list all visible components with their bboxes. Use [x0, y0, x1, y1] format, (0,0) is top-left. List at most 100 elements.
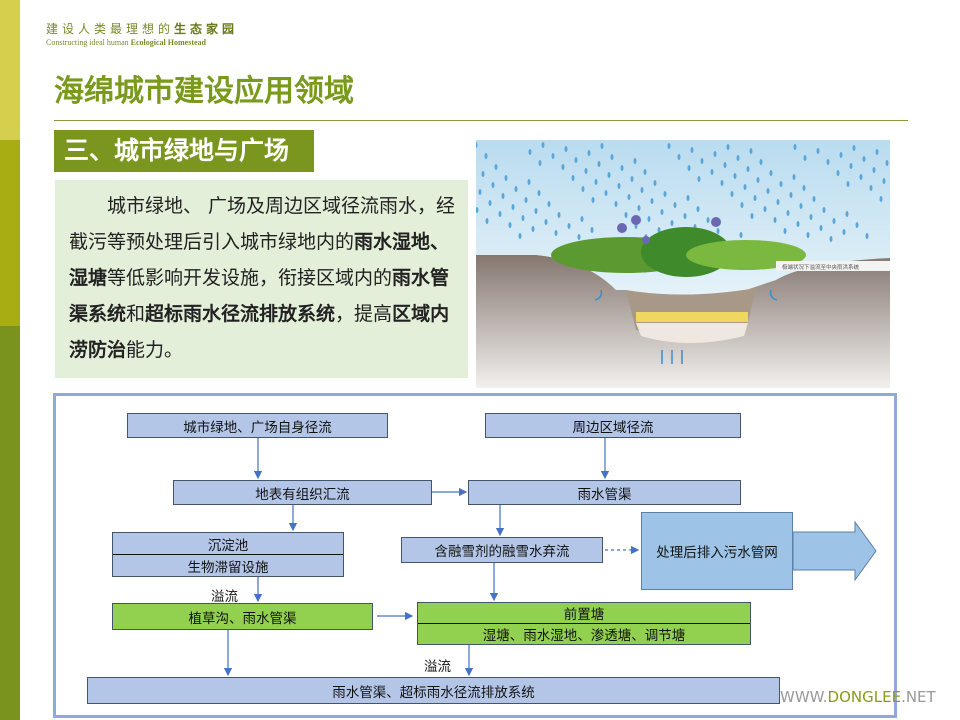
raindrop	[763, 206, 767, 212]
raindrop	[637, 205, 641, 211]
raindrop	[740, 202, 744, 208]
paragraph-text: 能力。	[126, 339, 184, 361]
raindrop	[518, 233, 522, 239]
raindrop	[875, 149, 879, 155]
raindrop	[882, 178, 886, 184]
raindrop	[706, 217, 710, 223]
raindrop	[859, 174, 863, 180]
slogan-cn: 建设人类最理想的生态家园	[46, 22, 239, 36]
emphasis-text: 超标雨水径流排放系统	[145, 303, 336, 325]
raindrop	[756, 177, 760, 183]
raindrop	[476, 207, 479, 213]
node-surrounding-runoff: 周边区域径流	[485, 413, 741, 438]
raindrop	[485, 218, 489, 224]
raindrop	[527, 179, 531, 185]
raindrop	[806, 232, 810, 238]
raindrop	[504, 175, 508, 181]
raindrop	[733, 173, 737, 179]
paragraph-text: 等低影响开发设施，衔接区域内的	[107, 267, 393, 289]
raindrop	[587, 150, 591, 156]
raindrop	[488, 200, 492, 206]
raindrop	[803, 155, 807, 161]
raindrop	[561, 164, 565, 170]
raindrop	[624, 212, 628, 218]
raindrop	[567, 223, 571, 229]
raindrop	[670, 220, 674, 226]
raindrop	[730, 191, 734, 197]
raindrop	[697, 176, 701, 182]
raindrop	[551, 153, 555, 159]
raindrop	[686, 195, 690, 201]
raindrop	[849, 163, 853, 169]
node-rain-pipes: 雨水管渠	[468, 480, 741, 505]
flowchart-frame	[53, 393, 897, 718]
raindrop	[865, 233, 869, 239]
raindrop	[614, 201, 618, 207]
raindrop	[580, 216, 584, 222]
raindrop	[524, 197, 528, 203]
raindrop	[739, 232, 743, 238]
raindrop	[710, 169, 714, 175]
raindrop	[769, 170, 773, 176]
raindrop	[564, 146, 568, 152]
raindrop	[736, 155, 740, 161]
node-greenland-runoff: 城市绿地、广场自身径流	[127, 413, 388, 438]
raindrop	[607, 172, 611, 178]
raindrop	[657, 227, 661, 233]
raindrop	[832, 218, 836, 224]
raindrop	[753, 195, 757, 201]
raindrop	[643, 169, 647, 175]
raindrop	[723, 162, 727, 168]
raindrop	[716, 228, 720, 234]
section-heading: 三、城市绿地与广场	[54, 130, 314, 172]
raindrop	[852, 145, 856, 151]
raindrop	[640, 187, 644, 193]
raindrop	[802, 185, 806, 191]
raindrop	[720, 180, 724, 186]
raindrop	[591, 197, 595, 203]
raindrop	[746, 166, 750, 172]
raindrop	[839, 152, 843, 158]
node-sewage-discharge: 处理后排入污水管网	[641, 512, 793, 590]
raindrop	[577, 234, 581, 240]
bioretention-illustration: 极端状况下溢流至中央雨洪系统	[476, 140, 890, 388]
node-sedimentation-top: 沉淀池	[113, 533, 343, 555]
paragraph-text: 和	[126, 303, 146, 325]
raindrop	[617, 183, 621, 189]
node-grass-swale: 植草沟、雨水管渠	[112, 603, 373, 630]
raindrop	[690, 147, 694, 153]
paragraph-text: 城市绿地、 广场及周边区域径流雨水，经截污等预处理后引入城市绿地内的	[69, 195, 456, 253]
raindrop	[600, 143, 604, 149]
raindrop	[584, 168, 588, 174]
raindrop	[498, 211, 502, 217]
raindrop	[869, 185, 873, 191]
raindrop	[604, 190, 608, 196]
raindrop	[554, 230, 558, 236]
raindrop	[700, 158, 704, 164]
raindrop	[829, 236, 833, 242]
node-surface-collection: 地表有组织汇流	[173, 480, 432, 505]
emphasis-text: 雨水管渠系统	[69, 267, 450, 325]
raindrop	[538, 160, 542, 166]
raindrop	[846, 181, 850, 187]
raindrop	[667, 143, 671, 149]
node-snowmelt-discard: 含融雪剂的融雪水弃流	[401, 537, 603, 563]
raindrop	[796, 221, 800, 227]
raindrop	[842, 229, 846, 235]
raindrop	[590, 227, 594, 233]
raindrop	[750, 213, 754, 219]
raindrop	[541, 142, 545, 148]
emphasis-text: 区域内涝防治	[69, 303, 450, 361]
raindrop	[633, 158, 637, 164]
raindrop	[713, 151, 717, 157]
raindrop	[812, 196, 816, 202]
raindrop	[537, 190, 541, 196]
raindrop	[528, 149, 532, 155]
raindrop	[759, 159, 763, 165]
raindrop	[726, 144, 730, 150]
description-paragraph: 城市绿地、 广场及周边区域径流雨水，经截污等预处理后引入城市绿地内的雨水湿地、湿…	[55, 180, 468, 378]
raindrop	[620, 165, 624, 171]
title-divider	[54, 120, 908, 121]
raindrop	[476, 142, 478, 148]
